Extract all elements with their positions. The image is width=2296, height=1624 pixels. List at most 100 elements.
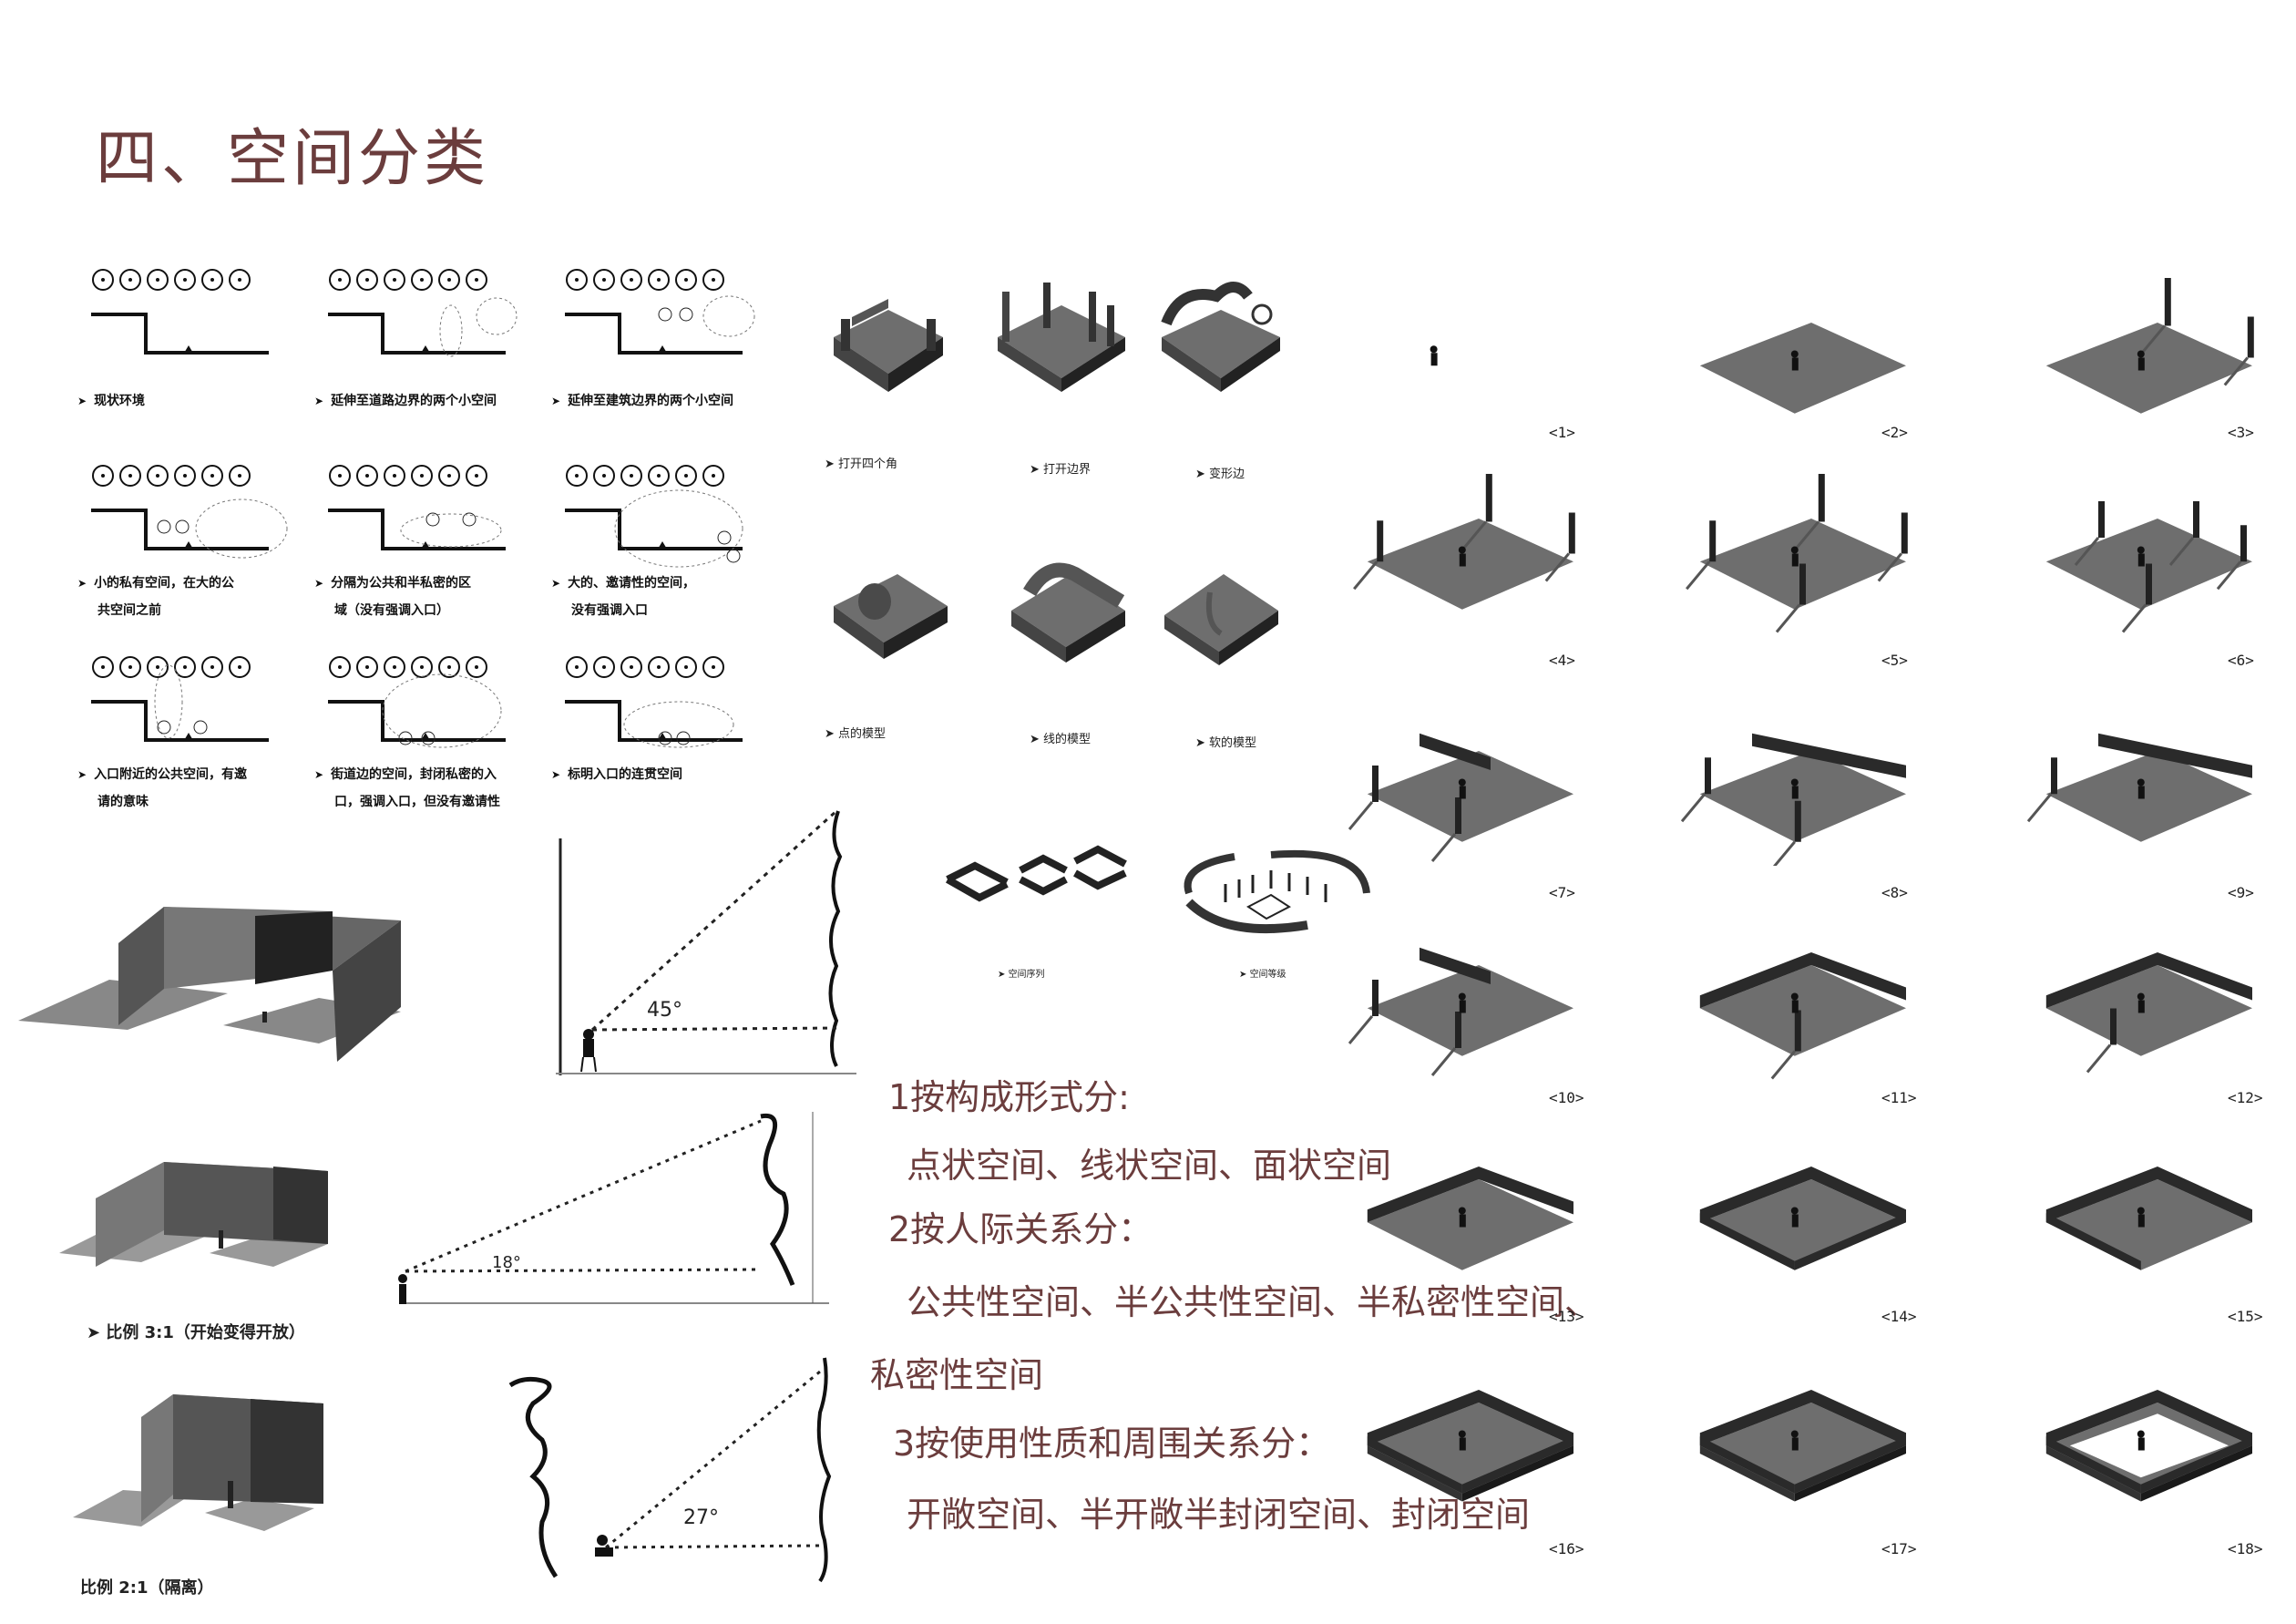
model-caption: ➤ 点的模型 (825, 727, 887, 741)
space-diagram (565, 269, 755, 355)
arrow-icon: ➤ (314, 768, 324, 781)
diagram-caption: ➤ 延伸至建筑边界的两个小空间 (551, 387, 774, 415)
space-model-cell (2045, 952, 2252, 1074)
model-open-corners (834, 299, 943, 392)
space-model-label: <6> (2228, 652, 2254, 669)
space-model-cell (2045, 1167, 2252, 1270)
diagram-caption-line2: 域（没有强调入口） (334, 603, 449, 618)
classification-line-2b: 私密性空间 (870, 1355, 1044, 1395)
diagram-caption-line1: 延伸至道路边界的两个小空间 (331, 394, 497, 408)
model-caption: ➤ 变形边 (1195, 468, 1245, 481)
arrow-icon: ➤ (551, 395, 561, 407)
space-model-cell (1348, 947, 1573, 1076)
space-model-cell (1367, 1390, 1573, 1502)
arrow-icon: ➤ (551, 577, 561, 590)
diagram-caption: ➤ 街道边的空间，封闭私密的入口，强调入口，但没有邀请性 (314, 761, 538, 816)
space-model-label: <18> (2228, 1540, 2263, 1557)
model-caption: ➤ 打开四个角 (825, 457, 898, 471)
ratio-caption-3-1: ➤ 比例 3:1（开始变得开放） (87, 1323, 305, 1342)
space-model-label: <8> (1881, 884, 1908, 901)
wall-illustration-ratio-3-1 (59, 1162, 328, 1267)
space-model-cell (1699, 1167, 1906, 1270)
model-hierarchy (1184, 849, 1370, 934)
diagram-caption-line1: 分隔为公共和半私密的区 (331, 576, 472, 591)
space-model-label: <5> (1881, 652, 1908, 669)
space-diagram (328, 465, 506, 550)
diagram-caption-line2: 没有强调入口 (571, 603, 648, 618)
space-diagram (328, 656, 506, 748)
diagram-caption: ➤ 大的、邀请性的空间， 没有强调入口 (551, 570, 774, 624)
model-open-boundary (998, 283, 1125, 392)
diagram-caption: ➤ 小的私有空间，在大的公共空间之前 (77, 570, 301, 624)
space-model-cell (1430, 345, 1438, 366)
space-model-cell (2027, 733, 2252, 842)
space-diagram (328, 269, 518, 357)
arrow-icon: ➤ (314, 577, 324, 590)
viewing-angle-45: 45° (556, 809, 856, 1075)
space-model-label: <1> (1549, 424, 1575, 441)
model-sequence (946, 845, 1127, 902)
space-diagram (91, 269, 269, 355)
diagram-caption-line1: 现状环境 (94, 394, 146, 408)
space-model-label: <10> (1549, 1089, 1584, 1106)
space-model-cell (1686, 474, 1908, 633)
space-diagram (91, 656, 269, 742)
space-model-label: <7> (1549, 884, 1575, 901)
space-model-cell (2045, 278, 2254, 414)
classification-heading-3: 3按使用性质和周围关系分： (893, 1424, 1331, 1464)
diagram-caption-line1: 街道边的空间，封闭私密的入 (331, 767, 497, 782)
space-model-cell (2045, 1390, 2252, 1502)
space-model-label: <9> (2228, 884, 2254, 901)
space-model-cell (1348, 733, 1573, 862)
viewing-angle-27: 27° (508, 1357, 832, 1583)
arrow-icon: ➤ (551, 768, 561, 781)
diagram-caption-line2: 口，强调入口，但没有邀请性 (334, 795, 500, 809)
space-model-cell (1367, 1167, 1573, 1270)
model-caption: ➤ 空间等级 (1239, 970, 1286, 980)
classification-line-3: 开敞空间、半开敞半封闭空间、封闭空间 (907, 1495, 1531, 1535)
classification-heading-1: 1按构成形式分: (888, 1077, 1130, 1117)
diagram-caption-line1: 小的私有空间，在大的公 (94, 576, 235, 591)
model-caption: ➤ 空间序列 (998, 970, 1045, 980)
diagram-caption: ➤ 现状环境 (77, 387, 301, 415)
arrow-icon: ➤ (77, 395, 87, 407)
wall-illustration-large (18, 907, 401, 1062)
diagram-caption: ➤入口附近的公共空间，有邀请的意味 (77, 761, 301, 816)
model-deformed-edge (1161, 282, 1280, 392)
diagram-caption-line1: 大的、邀请性的空间， (568, 576, 696, 591)
wall-illustration-ratio-2-1 (73, 1394, 323, 1531)
arrow-icon: ➤ (77, 577, 87, 590)
space-model-label: <11> (1881, 1089, 1917, 1106)
diagram-caption-line1: 入口附近的公共空间，有邀 (94, 767, 248, 782)
model-caption: ➤ 线的模型 (1030, 733, 1092, 746)
space-model-cell (1681, 733, 1906, 866)
classification-line-1: 点状空间、线状空间、面状空间 (907, 1146, 1392, 1186)
angle-label-27: 27° (683, 1506, 719, 1529)
space-model-cell (2045, 501, 2252, 633)
angle-label-45: 45° (647, 999, 682, 1022)
viewing-angle-18: 18° (398, 1112, 829, 1304)
angle-label-18: 18° (492, 1253, 521, 1272)
space-model-label: <4> (1549, 652, 1575, 669)
space-model-cell (1353, 474, 1575, 610)
diagram-caption: ➤ 延伸至道路边界的两个小空间 (314, 387, 538, 415)
model-caption: ➤ 软的模型 (1195, 736, 1257, 750)
diagram-caption-line1: 延伸至建筑边界的两个小空间 (568, 394, 734, 408)
diagram-caption-line1: 标明入口的连贯空间 (568, 767, 683, 782)
diagram-caption: ➤ 标明入口的连贯空间 (551, 761, 774, 788)
ratio-caption-2-1: 比例 2:1（隔离） (80, 1578, 214, 1598)
page-title: 四、空间分类 (96, 123, 490, 195)
space-model-label: <13> (1549, 1308, 1584, 1325)
arrow-icon: ➤ (314, 395, 324, 407)
diagram-caption-line2: 共空间之前 (97, 603, 161, 618)
space-model-cell (1699, 952, 1906, 1080)
classification-heading-2: 2按人际关系分： (888, 1209, 1153, 1249)
space-diagram (565, 465, 743, 568)
classification-line-2a: 公共性空间、半公共性空间、半私密性空间、 (907, 1282, 1600, 1322)
space-model-label: <15> (2228, 1308, 2263, 1325)
diagram-caption: ➤ 分隔为公共和半私密的区域（没有强调入口） (314, 570, 538, 624)
space-diagram (91, 465, 288, 559)
space-model-label: <16> (1549, 1540, 1584, 1557)
space-model-label: <17> (1881, 1540, 1917, 1557)
arrow-icon: ➤ (77, 768, 87, 781)
